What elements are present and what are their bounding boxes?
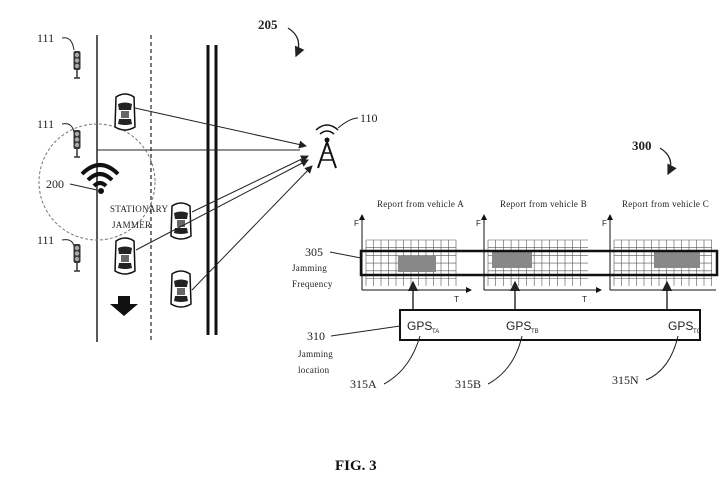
ref-205: 205: [258, 17, 278, 32]
jamming-location-box: [399, 309, 701, 341]
car-icon: [170, 202, 192, 240]
jam-band-a: [398, 256, 436, 272]
wifi-icon: [80, 163, 120, 194]
traffic-light-icon: [72, 50, 82, 79]
gps-sub-c: TC: [693, 329, 702, 335]
axis-t-a: T: [454, 295, 459, 304]
gps-sub-b: TB: [531, 329, 539, 335]
ref-315n: 315N: [612, 373, 639, 387]
axis-f-b: F: [476, 219, 481, 228]
jamming-frequency-line1: Jamming: [292, 263, 327, 273]
gps-label-c: GPS: [668, 319, 693, 333]
ref-111-a: 111: [37, 31, 54, 45]
jam-band-c: [654, 252, 700, 268]
leader-111-c: [61, 239, 75, 247]
chart-c: F: [602, 214, 716, 291]
axis-f-a: F: [354, 219, 359, 228]
ref-111-c: 111: [37, 233, 54, 247]
ref-300-arrow: [659, 147, 677, 176]
traffic-light-icon: [72, 243, 82, 272]
report-title-c: Report from vehicle C: [622, 199, 709, 209]
leader-111-b: [61, 123, 75, 133]
ref-315b: 315B: [455, 377, 481, 391]
axis-f-c: F: [602, 219, 607, 228]
chart-b: F T: [476, 214, 602, 304]
jamming-location-line2: location: [298, 365, 330, 375]
ref-111-b: 111: [37, 117, 54, 131]
report-title-b: Report from vehicle B: [500, 199, 587, 209]
car-icon: [170, 270, 192, 308]
road-scene: 111 111 111 200 STATIONARY JAMMER: [37, 31, 300, 342]
ref-305: 305: [305, 245, 323, 259]
ref-300: 300: [632, 138, 652, 153]
jamming-location-line1: Jamming: [298, 349, 333, 359]
leader-110: [337, 117, 359, 129]
ref-200: 200: [46, 177, 64, 191]
communication-links: [134, 107, 313, 291]
car-icon: [114, 237, 136, 275]
jamming-frequency-line2: Frequency: [292, 279, 333, 289]
leader-200: [69, 183, 98, 191]
ref-315a: 315A: [350, 377, 377, 391]
ref-310: 310: [307, 329, 325, 343]
figure-caption: FIG. 3: [335, 458, 377, 474]
gps-label-b: GPS: [506, 319, 531, 333]
jam-band-b: [492, 252, 532, 268]
jamming-report-charts: Report from vehicle A Report from vehicl…: [292, 199, 719, 391]
axis-t-b: T: [582, 295, 587, 304]
leader-111-a: [61, 37, 75, 51]
cell-tower-icon: [315, 124, 339, 169]
ref-110: 110: [360, 111, 378, 125]
jammer-zone: [38, 123, 156, 241]
down-arrow-icon: [110, 296, 138, 316]
jammer-label-line1: STATIONARY: [110, 204, 168, 214]
jamming-frequency-box: [359, 249, 719, 277]
traffic-light-icon: [72, 129, 82, 158]
gps-sub-a: TA: [432, 329, 439, 335]
gps-label-a: GPS: [407, 319, 432, 333]
report-title-a: Report from vehicle A: [377, 199, 464, 209]
jammer-label-line2: JAMMER: [112, 220, 151, 230]
ref-205-arrow: [287, 27, 305, 58]
car-icon: [114, 93, 136, 131]
